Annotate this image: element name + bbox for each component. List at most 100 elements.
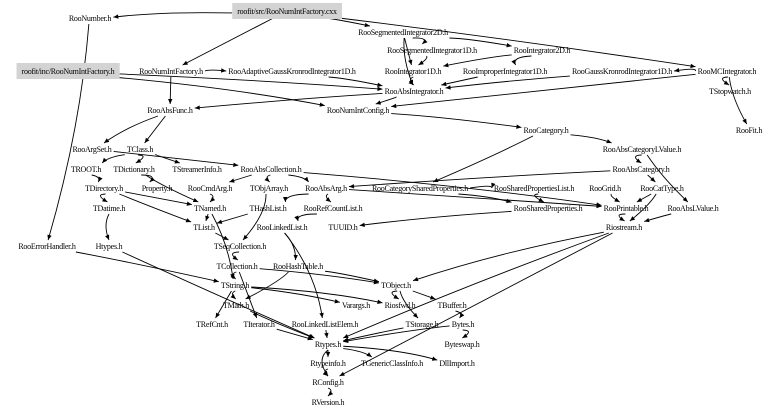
node-rooabscategory-h[interactable]: RooAbsCategory.h	[612, 165, 670, 174]
node-thashlist-h[interactable]: THashList.h	[249, 204, 287, 213]
node-rooprintable-h[interactable]: RooPrintable.h	[604, 204, 649, 213]
node-roosegmentedintegrator1d-h[interactable]: RooSegmentedIntegrator1D.h	[387, 46, 477, 55]
arrowhead-icon	[377, 86, 383, 91]
arrowhead-icon	[650, 177, 656, 182]
node-rooabsarg-h[interactable]: RooAbsArg.h	[305, 184, 347, 193]
node-rooabslvalue-h[interactable]: RooAbsLValue.h	[667, 204, 719, 213]
arrowhead-icon	[635, 158, 642, 163]
node-troot-h[interactable]: TROOT.h	[71, 165, 102, 174]
node-tmath-h[interactable]: TMath.h	[223, 301, 250, 310]
node-roointegrator1d-h[interactable]: RooIntegrator1D.h	[385, 67, 442, 76]
edge-roohashtable-h-to-tmath-h	[245, 271, 289, 300]
node-tstorage-h[interactable]: TStorage.h	[406, 320, 439, 329]
node-roosharedproperties-h[interactable]: RooSharedProperties.h	[514, 204, 583, 213]
node-roogausskronrodintegrator1d-h[interactable]: RooGaussKronrodIntegrator1D.h	[572, 67, 673, 76]
node-roolinkedlist-h[interactable]: RooLinkedList.h	[257, 223, 308, 232]
node-roointegrator2d-h[interactable]: RooIntegrator2D.h	[514, 46, 571, 55]
arrowhead-icon	[690, 63, 696, 69]
node-tstreamerinfo-h[interactable]: TStreamerInfo.h	[172, 165, 222, 174]
node-roocategory-h[interactable]: RooCategory.h	[524, 126, 569, 135]
node-rtypes-h[interactable]: Rtypes.h	[315, 340, 342, 349]
node-label: RooCategorySharedProperties.h	[372, 184, 468, 193]
arrowhead-icon	[723, 80, 730, 85]
edge-roosegmentedintegrator2d-h-to-roointegrator2d-h	[449, 37, 512, 47]
arrowhead-icon	[213, 278, 219, 283]
node-rooadaptivegausskronrodintegrator1d-h[interactable]: RooAdaptiveGaussKronrodIntegrator1D.h	[228, 67, 356, 76]
node-tcollection-h[interactable]: TCollection.h	[217, 262, 258, 271]
node-label: RooGrid.h	[589, 184, 621, 193]
node-rconfig-h[interactable]: RConfig.h	[312, 378, 344, 387]
node-label: TObjArray.h	[250, 184, 288, 193]
node-tobjarray-h[interactable]: TObjArray.h	[250, 184, 289, 193]
node-tgenericclassinfo-h[interactable]: TGenericClassInfo.h	[361, 359, 424, 368]
edges-layer	[47, 12, 748, 397]
node-tstopwatch-h[interactable]: TStopwatch.h	[709, 87, 751, 96]
node-tclass-h[interactable]: TClass.h	[127, 145, 154, 154]
node-label: RooAbsArg.h	[305, 184, 347, 193]
node-riosfwd-h[interactable]: Riosfwd.h	[385, 301, 416, 310]
node-byteswap-h[interactable]: Byteswap.h	[444, 340, 480, 349]
arrowhead-icon	[538, 197, 544, 202]
node-roolinkedlistelem-h[interactable]: RooLinkedListElem.h	[292, 320, 359, 329]
node-tbuffer-h[interactable]: TBuffer.h	[438, 301, 467, 310]
node-roosegmentedintegrator2d-h[interactable]: RooSegmentedIntegrator2D.h	[358, 28, 448, 37]
edge-tcollection-h-to-tobject-h	[259, 268, 380, 284]
arrowhead-icon	[174, 159, 180, 164]
node-roofit-inc-roonumintfactory-h[interactable]: roofit/inc/RooNumIntFactory.h	[16, 63, 120, 79]
node-tseqcollection-h[interactable]: TSeqCollection.h	[214, 242, 267, 251]
node-roonumintconfig-h[interactable]: RooNumIntConfig.h	[327, 106, 390, 115]
node-roocattype-h[interactable]: RooCatType.h	[640, 184, 684, 193]
node-label: RooSharedPropertiesList.h	[494, 184, 574, 193]
arrowhead-icon	[339, 371, 345, 376]
node-htypes-h[interactable]: Htypes.h	[96, 242, 123, 251]
node-roosharedpropertieslist-h[interactable]: RooSharedPropertiesList.h	[494, 184, 575, 193]
node-titerator-h[interactable]: TIterator.h	[243, 320, 275, 329]
node-rooabsintegrator-h[interactable]: RooAbsIntegrator.h	[385, 87, 444, 96]
edge-roohashtable-h-to-tobject-h	[325, 270, 380, 283]
node-roogrid-h[interactable]: RooGrid.h	[589, 184, 621, 193]
node-tobject-h[interactable]: TObject.h	[381, 281, 411, 290]
node-dllimport-h[interactable]: DllImport.h	[439, 359, 475, 368]
edge-roocategory-h-to-rooabscategorylvalue-h	[570, 134, 612, 144]
node-roofit-h[interactable]: RooFit.h	[736, 126, 763, 135]
node-tdirectory-h[interactable]: TDirectory.h	[85, 184, 124, 193]
node-bytes-h[interactable]: Bytes.h	[452, 320, 475, 329]
node-varargs-h[interactable]: Varargs.h	[342, 301, 371, 310]
edge-rooabscategory-h-to-rooabsarg-h	[348, 170, 611, 188]
node-tnamed-h[interactable]: TNamed.h	[194, 204, 226, 213]
node-trefcnt-h[interactable]: TRefCnt.h	[196, 320, 228, 329]
node-tlist-h[interactable]: TList.h	[193, 223, 215, 232]
node-riostream-h[interactable]: Riostream.h	[606, 223, 643, 232]
arrowhead-icon	[413, 276, 419, 282]
node-label: RooFit.h	[736, 126, 762, 135]
node-rversion-h[interactable]: RVersion.h	[312, 398, 345, 407]
edge-roogausskronrodintegrator1d-h-to-rooabsintegrator-h	[445, 75, 570, 89]
node-rooimproperintegrator1d-h[interactable]: RooImproperIntegrator1D.h	[463, 67, 548, 76]
arrowhead-icon	[215, 312, 220, 318]
node-rooabsfunc-h[interactable]: RooAbsFunc.h	[147, 106, 193, 115]
edge-rooabsintegrator-h-to-rooabsfunc-h	[194, 93, 383, 109]
node-label: TROOT.h	[71, 165, 102, 174]
node-tuuid-h[interactable]: TUUID.h	[328, 223, 358, 232]
node-property-h[interactable]: Property.h	[142, 184, 173, 193]
node-roorefcountlist-h[interactable]: RooRefCountList.h	[304, 204, 363, 213]
arrowhead-icon	[144, 137, 150, 143]
node-rooerrorhandler-h[interactable]: RooErrorHandler.h	[18, 242, 76, 251]
arrowhead-icon	[636, 197, 643, 202]
node-tstring-h[interactable]: TString.h	[221, 281, 250, 290]
node-rtypeinfo-h[interactable]: Rtypeinfo.h	[310, 359, 346, 368]
node-rooargset-h[interactable]: RooArgSet.h	[72, 145, 112, 154]
node-roohashtable-h[interactable]: RooHashTable.h	[273, 262, 323, 271]
node-roocategorysharedproperties-h[interactable]: RooCategorySharedProperties.h	[372, 184, 469, 193]
edge-tmath-h-to-rtypes-h	[249, 310, 315, 339]
node-rooabscollection-h[interactable]: RooAbsCollection.h	[240, 165, 302, 174]
node-roofit-src-roonumintfactory-cxx[interactable]: roofit/src/RooNumIntFactory.cxx	[232, 3, 342, 19]
node-tdatime-h[interactable]: TDatime.h	[93, 204, 126, 213]
arrowhead-icon	[412, 312, 418, 318]
node-roonumber-h[interactable]: RooNumber.h	[69, 14, 112, 23]
node-roocmdarg-h[interactable]: RooCmdArg.h	[188, 184, 233, 193]
node-rooabscategorylvalue-h[interactable]: RooAbsCategoryLValue.h	[603, 145, 682, 154]
node-roonumintfactory-h[interactable]: RooNumIntFactory.h	[139, 67, 203, 76]
node-roomcintegrator-h[interactable]: RooMCIntegrator.h	[698, 67, 757, 76]
node-tdictionary-h[interactable]: TDictionary.h	[113, 165, 155, 174]
